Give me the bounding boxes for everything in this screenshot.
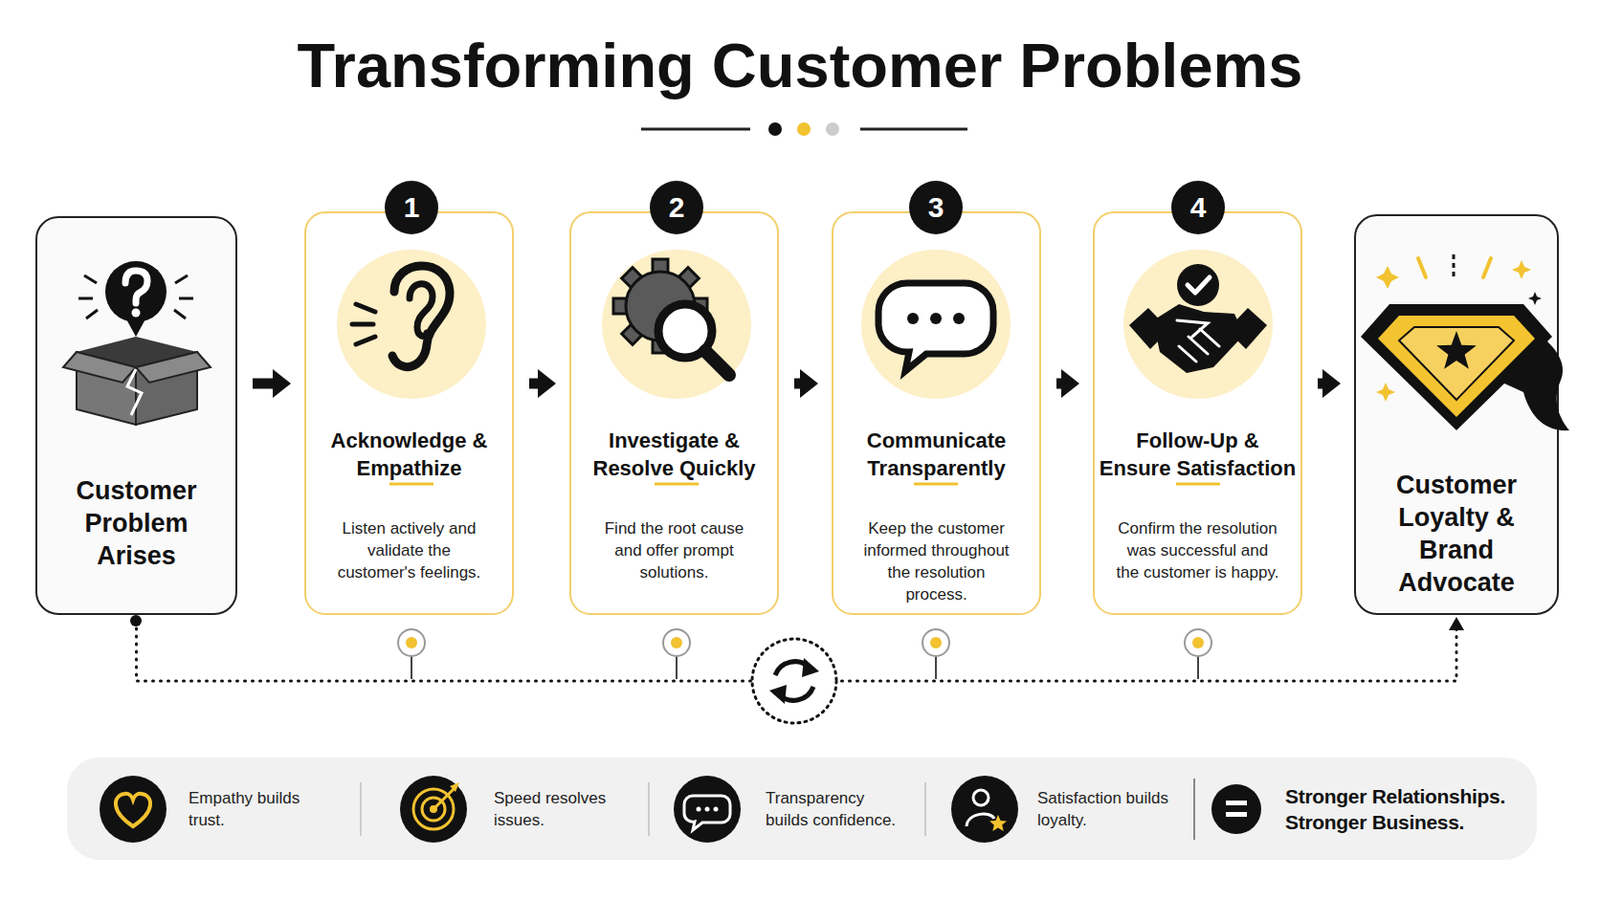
callout-number: 1 [382,188,441,227]
marker-stem [1197,656,1200,680]
diagram-title: Transforming Customer Problems [0,29,1600,103]
step-marker [663,629,690,657]
description-text: Confirm the resolution was successful an… [1114,517,1282,584]
cycle-arrow-head [801,658,820,678]
step-marker-dot [930,637,942,649]
arrow-head [537,369,556,399]
loop-start-dot [130,615,142,627]
arrow-shaft [1317,378,1326,390]
description-text: Empathy builds trust. [188,787,323,832]
callout-number: 3 [907,188,965,227]
cycle-arrow-head [769,685,787,705]
marker-stem [934,656,937,680]
flow-arrow [794,369,819,399]
cycle-circle [752,639,837,724]
title-rule [641,128,751,132]
step-box: Communicate TransparentlyKeep the custom… [831,211,1042,616]
arrow-head [1448,617,1465,631]
step-box: Investigate & Resolve QuicklyFind the ro… [569,211,779,616]
box-label: Customer Loyalty & Brand Advocate [1370,468,1543,600]
step-heading: Follow-Up & Ensure Satisfaction [1098,426,1297,483]
callout-number: 4 [1169,188,1227,227]
start-box: Customer Problem Arises [35,216,238,616]
step-heading: Investigate & Resolve Quickly [575,426,774,483]
description-text: Listen actively and validate the custome… [333,517,487,584]
step-marker [1184,629,1212,657]
description-text: Satisfaction builds loyalty. [1037,787,1187,832]
cycle-arrow [778,687,814,701]
arrow-head [800,369,819,399]
flow-arrow [1317,369,1341,399]
arrow-shaft [794,378,803,390]
step-marker-dot [670,637,683,649]
step-heading: Acknowledge & Empathize [310,426,509,483]
arrow-shaft [529,378,541,390]
arrow-shaft [252,378,276,390]
step-marker-dot [405,637,418,649]
callout-number: 2 [647,188,706,227]
step-marker-dot [1192,637,1204,649]
flow-arrow [1056,369,1080,399]
description-text: Speed resolves issues. [493,787,628,832]
step-box: Follow-Up & Ensure SatisfactionConfirm t… [1092,211,1303,616]
description-text: Transparency builds confidence. [765,787,908,832]
box-label: Customer Problem Arises [50,474,223,573]
description-text: Keep the customer informed throughout th… [857,517,1016,606]
marker-stem [410,656,413,680]
summary-statement: Stronger Relationships. Stronger Busines… [1285,783,1573,836]
arrow-head [272,369,291,399]
title-dot [768,122,782,136]
description-text: Find the root cause and offer prompt sol… [593,517,756,584]
title-rule [860,128,968,132]
arrow-head [1322,369,1341,399]
flow-arrow [529,369,556,399]
outcome-box: Customer Loyalty & Brand Advocate [1354,214,1559,616]
step-heading: Communicate Transparently [837,426,1036,483]
title-dot [825,122,840,136]
arrow-head [1061,369,1080,399]
feedback-loop-line [136,621,1458,682]
step-marker [398,629,425,657]
summary-band: Empathy builds trust. Speed resolves issu… [66,757,1537,861]
flow-arrow [252,369,291,399]
step-box: Acknowledge & EmpathizeListen actively a… [304,211,514,616]
title-dot [797,122,811,136]
arrow-shaft [1056,378,1065,390]
flow-arrow [136,617,1466,682]
cycle-arrow [775,662,810,676]
step-marker [922,629,950,657]
marker-stem [675,656,678,680]
